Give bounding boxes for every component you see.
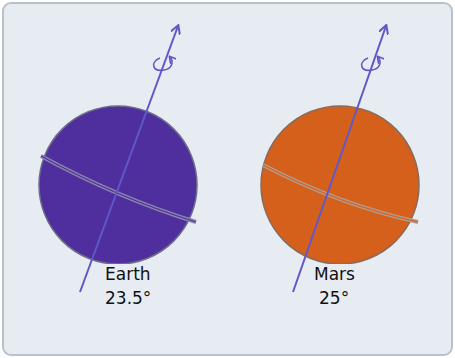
earth-sphere <box>39 106 197 264</box>
mars-equator-inner <box>263 165 418 222</box>
mars-axis <box>293 26 386 292</box>
tilt-angle: 25° <box>317 288 351 308</box>
earth-rotation <box>154 57 172 70</box>
mars-sphere <box>261 106 419 264</box>
mars-equator <box>263 165 418 222</box>
tilt-angle: 23.5° <box>103 288 153 308</box>
planet-name: Earth <box>103 264 153 284</box>
planet-name: Mars <box>312 264 357 284</box>
earth-axis <box>80 26 178 292</box>
panel <box>3 3 452 355</box>
mars-rotation <box>362 57 380 70</box>
